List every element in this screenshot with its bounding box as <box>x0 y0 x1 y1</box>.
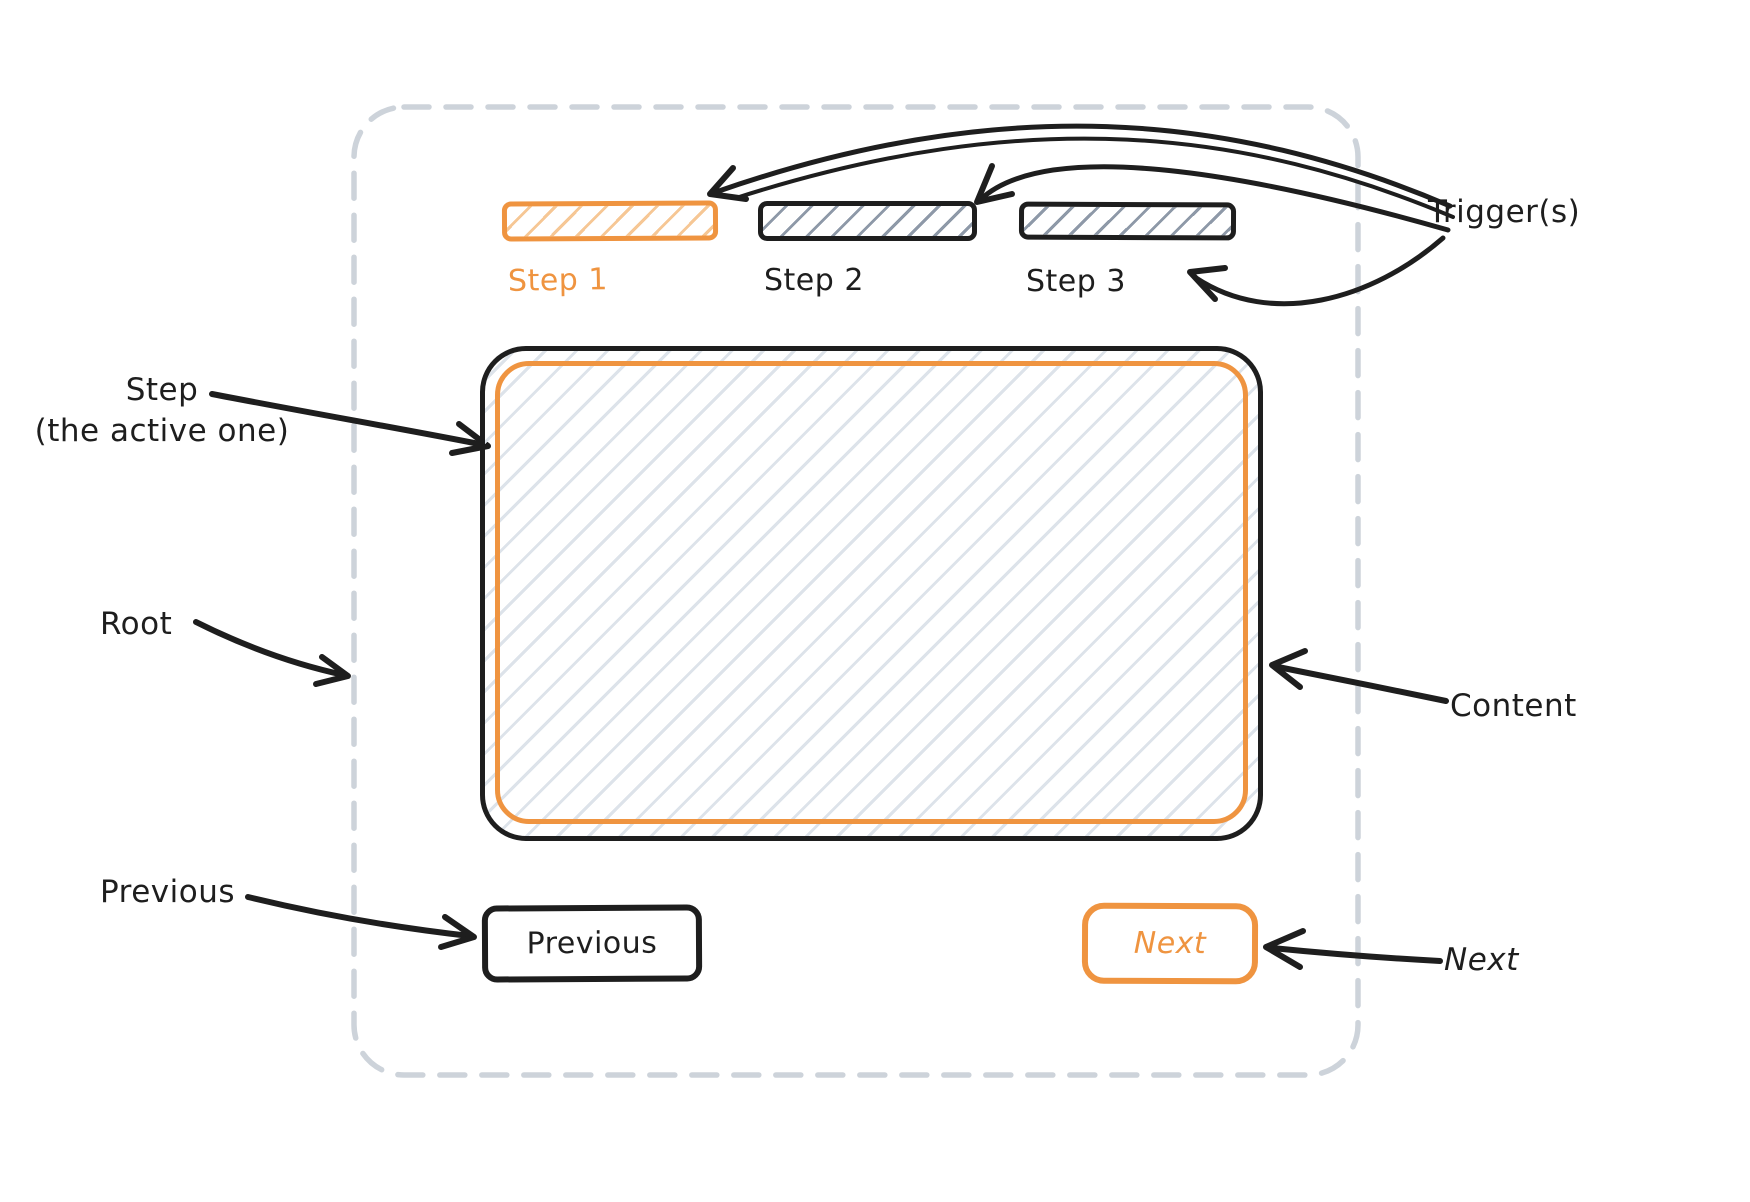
root-annotation: Root <box>100 606 173 642</box>
arrow-next-annotation <box>1269 945 1443 964</box>
step-trigger-2[interactable] <box>758 201 977 241</box>
step-annotation-line1: Step <box>125 372 199 408</box>
step-trigger-3[interactable] <box>1018 201 1237 241</box>
step-1-label: Step 1 <box>507 262 609 299</box>
step-annotation: Step (the active one) <box>22 370 302 452</box>
previous-annotation: Previous <box>100 874 236 910</box>
content-panel <box>480 346 1263 841</box>
step-3-label: Step 3 <box>1026 264 1126 299</box>
arrow-trigger-to-step3 <box>1193 235 1446 307</box>
active-step-panel <box>495 361 1248 824</box>
step-annotation-line2: (the active one) <box>34 412 290 449</box>
arrowhead-next-annotation <box>1263 928 1306 970</box>
arrowhead-step1 <box>707 165 749 202</box>
next-annotation: Next <box>1444 942 1519 978</box>
arrow-root-annotation <box>193 619 347 678</box>
arrowhead-root-annotation <box>313 654 351 687</box>
arrow-content-annotation <box>1275 664 1449 704</box>
step-trigger-1[interactable] <box>501 200 719 242</box>
arrowhead-step2 <box>974 163 1015 205</box>
next-button[interactable]: Next <box>1081 902 1259 985</box>
arrow-trigger-to-step1 <box>713 123 1453 209</box>
previous-button[interactable]: Previous <box>481 904 703 983</box>
next-button-label: Next <box>1133 925 1207 962</box>
arrow-previous-annotation <box>245 894 473 939</box>
arrowhead-previous-annotation <box>438 914 477 950</box>
arrowhead-step3 <box>1187 265 1228 302</box>
content-annotation: Content <box>1450 688 1577 724</box>
previous-button-label: Previous <box>526 925 658 962</box>
triggers-annotation: Trigger(s) <box>1428 194 1581 230</box>
arrowhead-content-annotation <box>1269 648 1308 690</box>
step-2-label: Step 2 <box>764 263 864 298</box>
